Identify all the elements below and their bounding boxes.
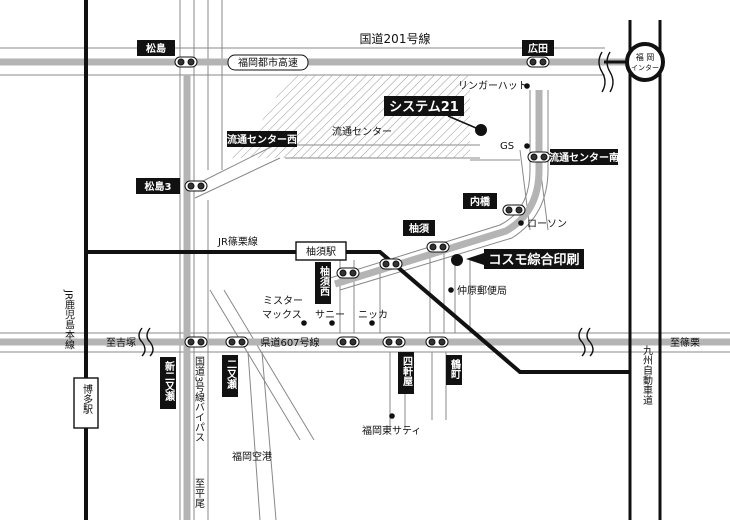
to-yoshizuka-label: 至吉塚 — [106, 337, 136, 349]
cosmo-label: コスモ綜合印刷 — [488, 252, 579, 268]
intersection-yonkenya: 四軒屋 — [401, 356, 413, 387]
signal-icon — [379, 258, 403, 270]
to-hirao-label: 至平尾 — [193, 478, 205, 509]
ryutsu-center-label: 流通センター — [332, 125, 392, 138]
major-roads — [0, 58, 730, 520]
fukuoka-interchange[interactable]: 福 岡 インター — [625, 42, 665, 82]
intersection-shin-futamatase: 新二又瀬 — [163, 360, 176, 402]
cosmo-marker[interactable]: コスモ綜合印刷 — [451, 249, 584, 269]
interchange-label-2: インター — [631, 63, 659, 72]
system21-label: システム21 — [389, 100, 459, 115]
intersection-uchihashi: 内橋 — [470, 195, 491, 208]
signal-icon — [502, 204, 526, 216]
intersection-ryutsu-nishi: 流通センター西 — [227, 133, 297, 146]
post-office-label: 仲原郵便局 — [457, 284, 507, 297]
intersection-labels: 松島 広田 流通センター西 流通センター南 松島3 内橋 柚須 柚須西 新二又瀬… — [136, 40, 619, 409]
intersection-ryutsu-minami: 流通センター南 — [549, 151, 619, 164]
road-label-201: 国道201号線 — [360, 31, 431, 46]
signal-icon — [184, 180, 208, 192]
signal-icon — [336, 267, 360, 279]
rail-label-sasaguri: JR篠栗線 — [217, 235, 258, 248]
mister-max-label-2: マックス — [262, 309, 302, 321]
signal-icon — [336, 336, 360, 348]
signals — [174, 56, 551, 348]
gs-label: GS — [500, 141, 514, 152]
nikka-dot — [369, 320, 375, 326]
signal-icon — [174, 56, 198, 68]
post-office-dot — [448, 287, 454, 293]
expressway-label-box: 福岡都市高速 — [227, 54, 309, 71]
ringer-hut-label: リンガーハット — [458, 80, 528, 92]
interchange-label-1: 福 岡 — [636, 53, 655, 62]
signal-icon — [526, 56, 550, 68]
signal-icon — [425, 336, 449, 348]
signal-icon — [225, 336, 249, 348]
intersection-matsushima: 松島 — [146, 42, 166, 55]
gs-dot — [524, 143, 530, 149]
signal-icon — [426, 241, 450, 253]
intersection-hirota: 広田 — [528, 42, 548, 55]
kyushu-expressway — [604, 20, 662, 520]
jr-sasaguri-line — [86, 250, 630, 374]
rail-label-kagoshima: JR鹿児島本線 — [63, 289, 75, 350]
cosmo-dot — [451, 254, 463, 266]
hakata-station-label: 博多駅 — [81, 383, 93, 415]
road-label-bypass: 国道3号線バイパス — [193, 356, 205, 443]
sunny-dot — [329, 320, 335, 326]
yusu-station[interactable]: 柚須駅 — [295, 241, 347, 261]
sunny-label: サニー — [315, 309, 345, 321]
intersection-yusu: 柚須 — [409, 222, 430, 235]
mister-max-dot — [301, 320, 307, 326]
satie-label: 福岡東サティ — [362, 424, 421, 437]
break-marks — [138, 51, 614, 357]
mister-max-label-1: ミスター — [263, 295, 303, 307]
ringer-hut-dot — [524, 83, 530, 89]
road-label-expressway: 福岡都市高速 — [238, 56, 298, 69]
airport-label: 福岡空港 — [232, 450, 272, 463]
yusu-station-label: 柚須駅 — [306, 245, 336, 258]
hakata-station[interactable]: 博多駅 — [73, 377, 99, 429]
intersection-matsushima3: 松島3 — [145, 180, 172, 193]
railways — [84, 0, 630, 520]
intersection-tsurumachi: 鶴町 — [449, 358, 461, 380]
intersection-yusu-nishi: 柚須西 — [318, 265, 331, 297]
road-label-kyushu: 九州自動車道 — [641, 345, 653, 405]
signal-icon — [382, 336, 406, 348]
intersection-futamatase: 二又瀬 — [225, 359, 238, 390]
to-sasaguri-label: 至篠栗 — [670, 336, 700, 349]
road-label-607: 県道607号線 — [260, 336, 319, 349]
landmarks: 流通センター リンガーハット GS ローソン 仲原郵便局 ミスター マックス サ… — [232, 80, 567, 463]
uchihashi-road — [333, 90, 543, 288]
lawson-label: ローソン — [527, 219, 567, 230]
system21-marker[interactable]: システム21 — [384, 96, 487, 136]
nikka-label: ニッカ — [358, 309, 388, 321]
system21-dot — [475, 124, 487, 136]
signal-icon — [527, 151, 551, 163]
lawson-dot — [518, 220, 524, 226]
signal-icon — [184, 336, 208, 348]
satie-dot — [389, 413, 395, 419]
